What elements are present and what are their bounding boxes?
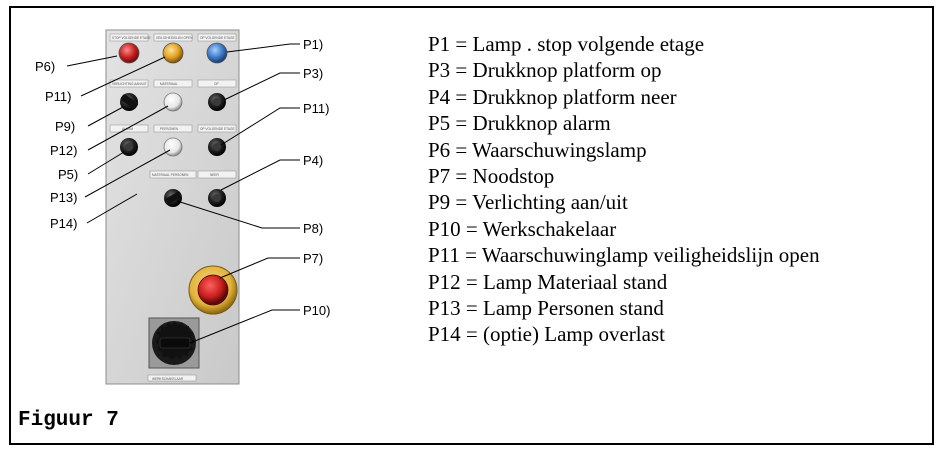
plate-text: NEER [210, 173, 220, 177]
callout-p1: P1) [303, 37, 323, 52]
callout-p5: P5) [58, 167, 78, 182]
figure-caption: Figuur 7 [18, 409, 119, 432]
orange-lamp [162, 42, 184, 64]
legend-item: P6 = Waarschuwingslamp [428, 137, 647, 162]
callout-p12: P12) [50, 143, 77, 158]
control-panel: STOP VOLGENDE ETAGE VEILIGHEIDSLIJN OPEN… [105, 29, 240, 385]
callout-p10: P10) [303, 303, 330, 318]
persons-lamp [163, 137, 183, 157]
material-lamp [163, 92, 183, 112]
plate-text: MATERIAAL [160, 82, 178, 86]
callout-p9: P9) [55, 119, 75, 134]
light-switch [120, 93, 138, 111]
legend-item: P5 = Drukknop alarm [428, 111, 611, 136]
leader-lines [66, 43, 300, 344]
callout-p6: P6) [35, 59, 55, 74]
red-lamp [118, 42, 140, 64]
plate-text: VERLICHTING AAN/UIT [112, 82, 147, 86]
callout-p11-left: P11) [45, 89, 72, 104]
plate-text: ALARM [122, 127, 133, 131]
callout-p11-right: P11) [303, 101, 330, 116]
callout-p14: P14) [50, 216, 77, 231]
legend-item: P3 = Drukknop platform op [428, 58, 662, 83]
plate-texts: STOP VOLGENDE ETAGE VEILIGHEIDSLIJN OPEN… [112, 36, 235, 381]
callout-p8: P8) [303, 221, 323, 236]
work-switch-small [164, 189, 182, 207]
emergency-stop [188, 265, 238, 315]
callout-p7: P7) [303, 251, 323, 266]
legend-list: P1 = Lamp . stop volgende etage P3 = Dru… [428, 31, 820, 348]
legend-item: P12 = Lamp Materiaal stand [428, 269, 668, 294]
alarm-button [120, 138, 138, 156]
legend-item: P7 = Noodstop [428, 164, 555, 189]
callout-p13: P13) [50, 190, 77, 205]
plate-text: VEILIGHEIDSLIJN OPEN [156, 36, 193, 40]
plate-text: OP VOLGENDE ETAGE [200, 127, 235, 131]
plate-text: MATERIAAL PERSONEN [152, 173, 189, 177]
legend-item: P11 = Waarschuwinglamp veiligheidslijn o… [428, 243, 820, 268]
down-button [208, 189, 226, 207]
plate-text: WERKSCHAKELAAR [152, 377, 184, 381]
legend-item: P10 = Werkschakelaar [428, 216, 617, 241]
legend-item: P4 = Drukknop platform neer [428, 84, 677, 109]
plate-text: PERSONEN [160, 127, 179, 131]
blue-lamp [206, 42, 228, 64]
up-button [208, 93, 226, 111]
next-floor-button [208, 138, 226, 156]
plate-text: OP VOLGENDE ETAGE [200, 36, 235, 40]
label-plates [109, 33, 237, 382]
legend-item: P9 = Verlichting aan/uit [428, 190, 628, 215]
legend-item: P13 = Lamp Personen stand [428, 296, 664, 321]
callout-p3: P3) [303, 66, 323, 81]
plate-text: STOP VOLGENDE ETAGE [112, 36, 151, 40]
callout-p4: P4) [303, 153, 323, 168]
legend-item: P14 = (optie) Lamp overlast [428, 322, 665, 347]
plate-text: OP [214, 82, 219, 86]
main-switch [148, 317, 200, 369]
callout-labels: P1) P3) P11) P4) P8) P7) P10) P6) P11) P… [35, 37, 330, 318]
legend-item: P1 = Lamp . stop volgende etage [428, 32, 705, 56]
